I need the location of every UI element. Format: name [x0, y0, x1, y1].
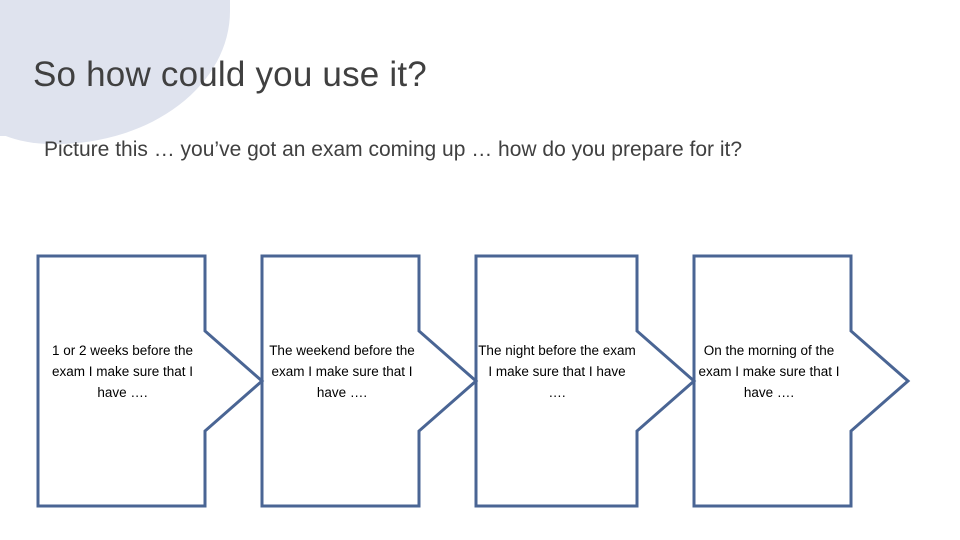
decorative-brush-stroke-lower — [0, 96, 150, 136]
chevron-shape-2 — [260, 254, 479, 508]
chevron-label-3: The night before the exam I make sure th… — [478, 343, 636, 400]
chevron-shape-4 — [692, 254, 911, 508]
chevron-shape-1 — [36, 254, 265, 508]
chevron-label-4: On the morning of the exam I make sure t… — [698, 343, 840, 400]
chevron-label-1: 1 or 2 weeks before the exam I make sure… — [51, 343, 194, 400]
chevron-process-diagram — [36, 254, 911, 508]
decorative-brush-stroke — [120, 22, 190, 40]
slide-subtitle: Picture this … you’ve got an exam coming… — [44, 138, 743, 161]
page-title: So how could you use it? — [33, 55, 427, 94]
chevron-label-2: The weekend before the exam I make sure … — [269, 343, 415, 400]
chevron-shape-3 — [474, 254, 697, 508]
